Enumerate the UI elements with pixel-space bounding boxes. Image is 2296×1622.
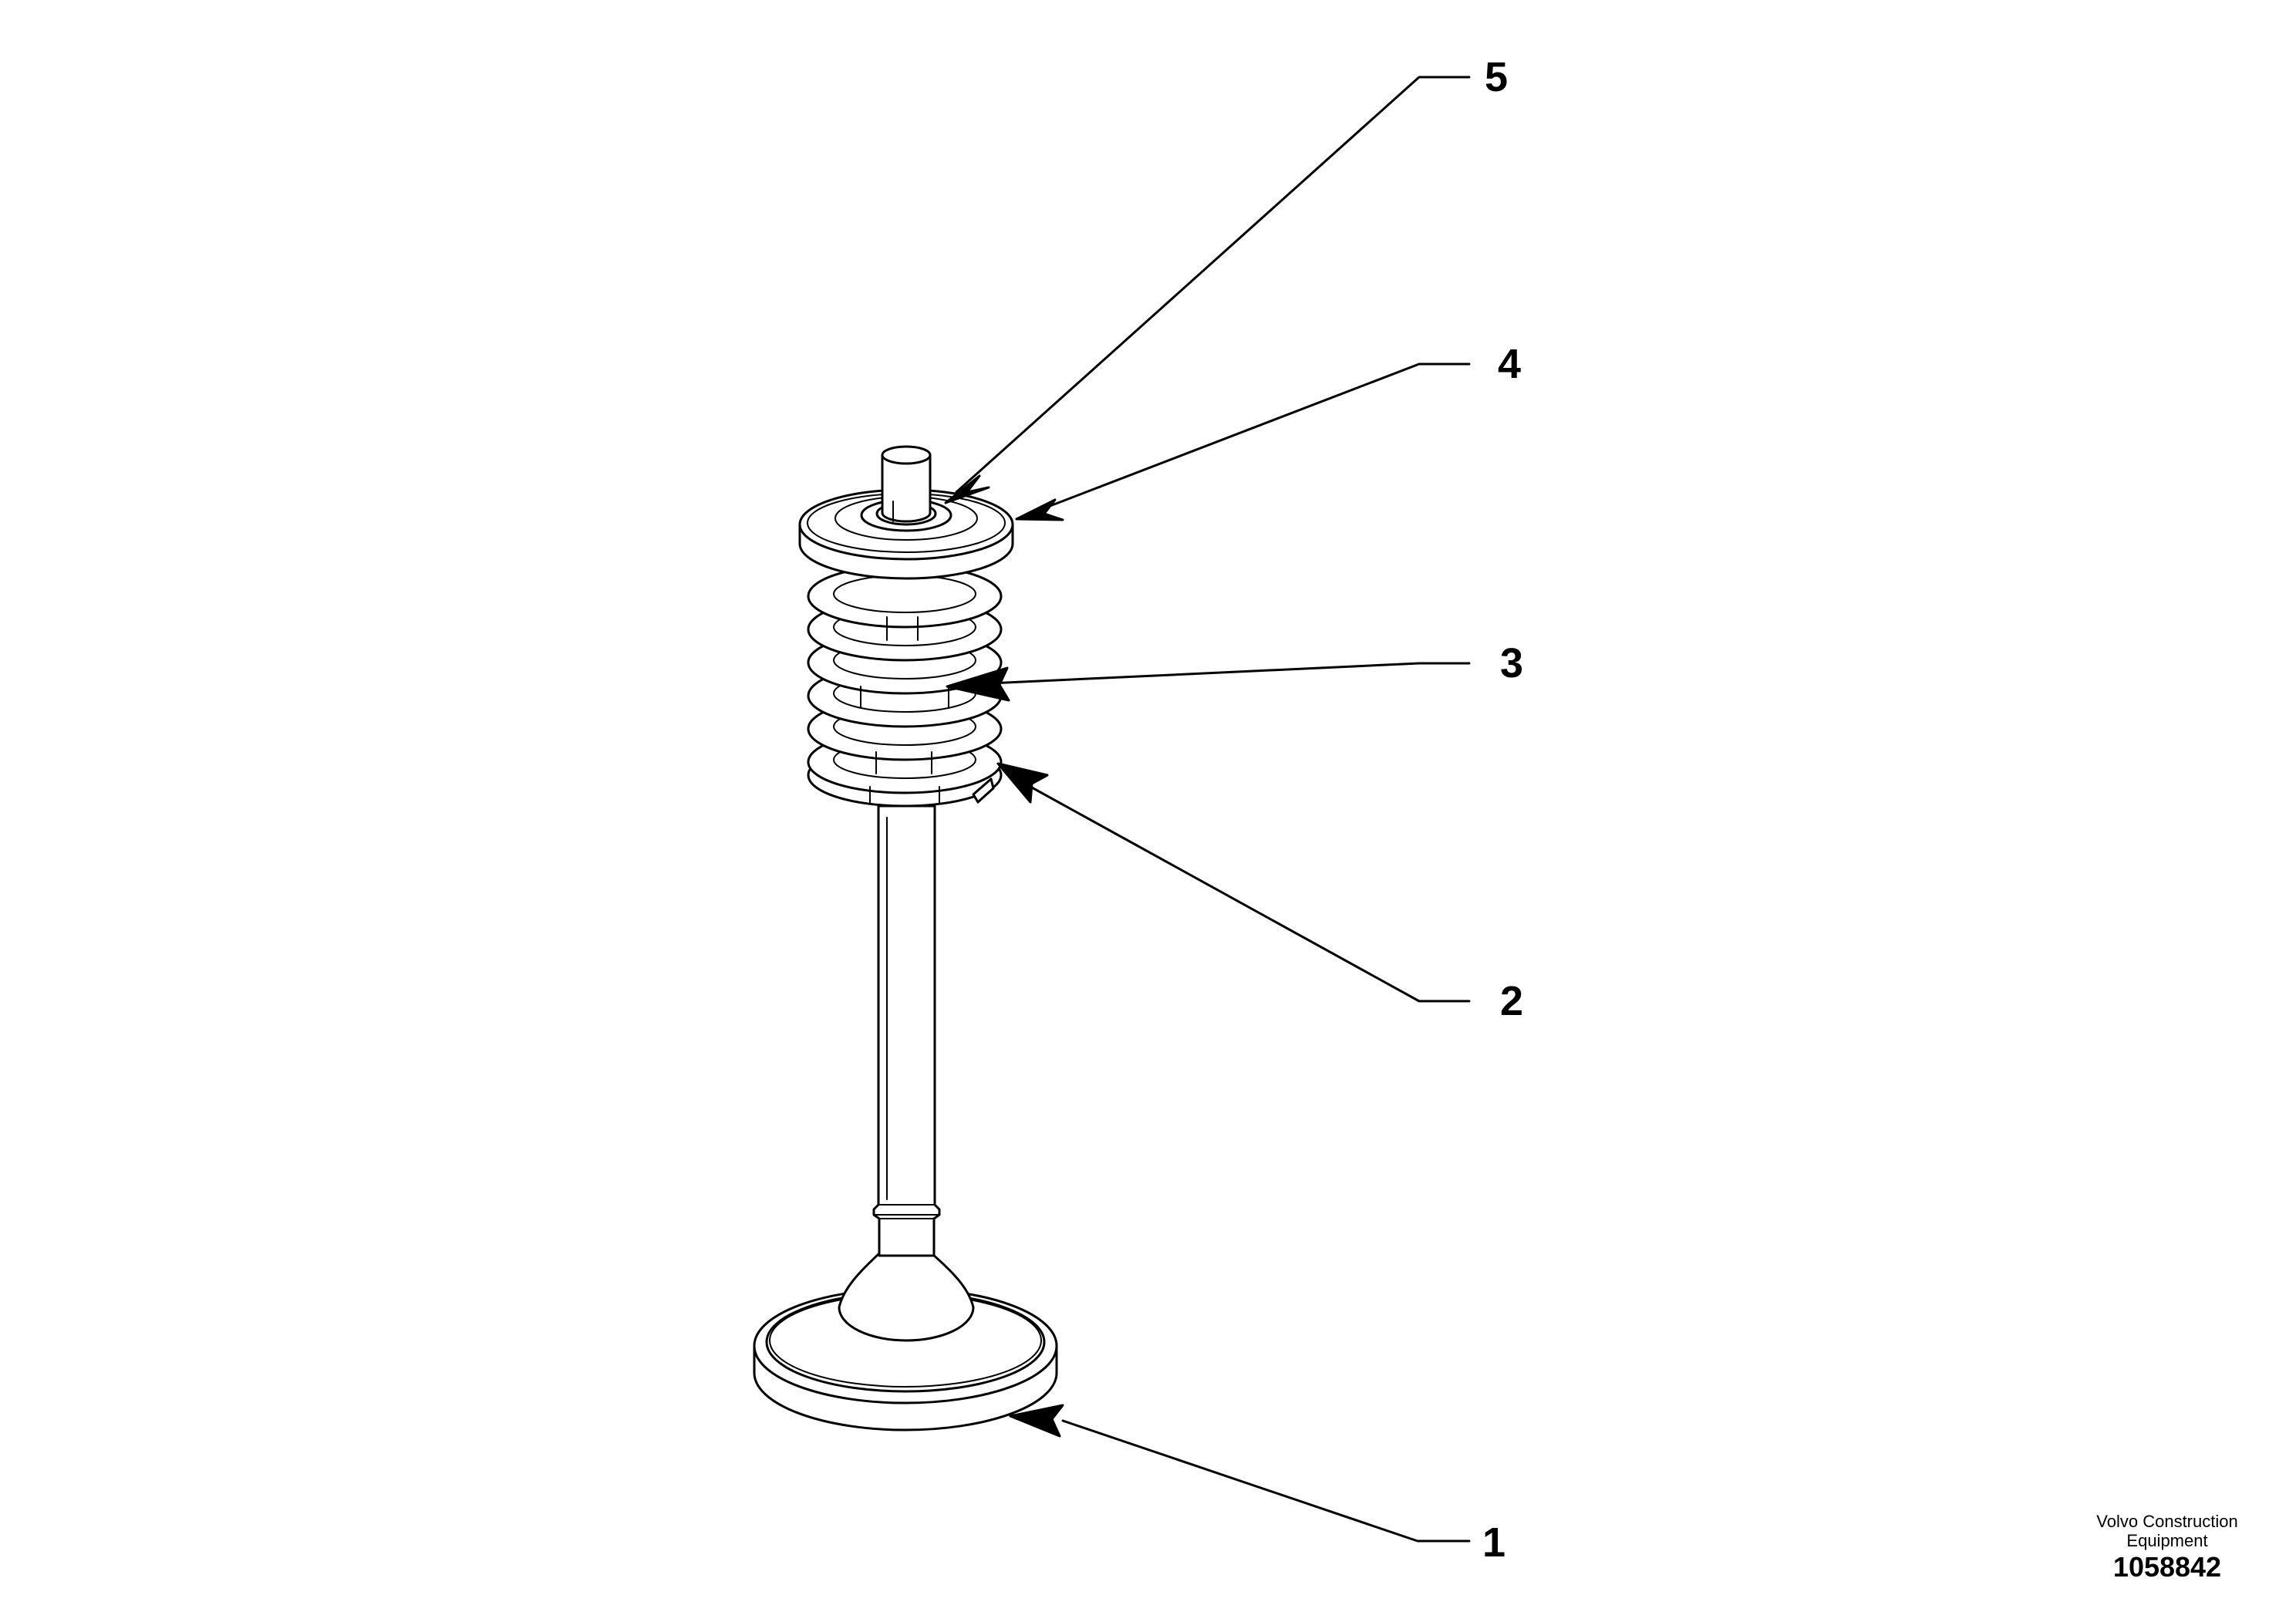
valve-head <box>753 1252 1058 1431</box>
callout-number-4: 4 <box>1498 341 1521 387</box>
arrowhead-1 <box>1009 1404 1064 1438</box>
valve-stem <box>872 804 941 1257</box>
callout-number-1: 1 <box>1482 1519 1505 1566</box>
drawing-number: 1058842 <box>2112 1551 2222 1583</box>
leader-lines <box>944 76 1471 1543</box>
callout-number-2: 2 <box>1500 978 1523 1024</box>
valve-collets <box>875 445 937 526</box>
arrowhead-5 <box>944 474 990 504</box>
arrowhead-3 <box>946 666 1010 702</box>
leader-line-3 <box>955 662 1471 686</box>
leader-line-2 <box>1029 785 1471 1003</box>
leader-line-5 <box>955 76 1471 494</box>
arrowhead-4 <box>1015 498 1064 521</box>
credit-line-1: Volvo Construction <box>2096 1512 2238 1531</box>
leader-line-4 <box>1020 363 1471 518</box>
arrowhead-2 <box>996 762 1049 804</box>
callout-number-3: 3 <box>1500 640 1523 686</box>
valve-spring <box>807 564 1003 804</box>
leader-line-1 <box>1061 1419 1471 1543</box>
callout-number-5: 5 <box>1485 54 1508 100</box>
credit-line-2: Equipment <box>2126 1531 2208 1550</box>
